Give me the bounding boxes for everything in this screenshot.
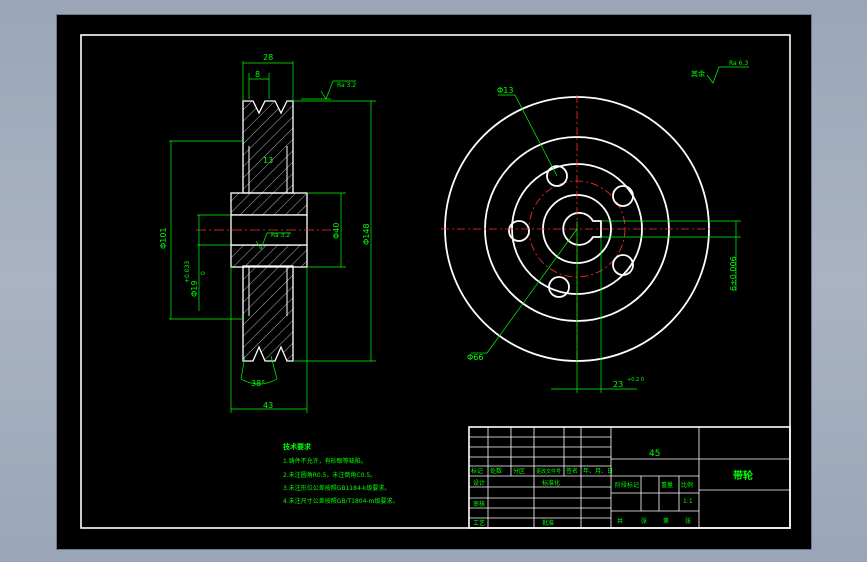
dim-bore-tol-upper: +0.033 [184, 261, 191, 283]
roughness-rest-label: 其余 [691, 69, 705, 78]
part-name: 带轮 [733, 469, 753, 482]
scale-value: 1:1 [683, 498, 693, 505]
cad-drawing-viewport[interactable]: 28 8 13 Φ101 Φ19 +0.033 0 Φ40 Φ148 38° 4… [56, 14, 812, 550]
hub-upper [230, 192, 308, 216]
note-item: 3.未注形位公差按照GB1184-k级要求。 [283, 484, 390, 492]
sheet-cell: 张 [641, 517, 647, 525]
review-label: 审核 [473, 500, 485, 508]
roughness-rest: Ra 6.3 [729, 60, 748, 67]
dim-groove-angle: 38° [251, 379, 265, 388]
process-label: 工艺 [473, 519, 485, 527]
notes-title: 技术要求 [283, 442, 312, 451]
dim-outer-diameter: Φ101 [159, 227, 168, 249]
hub-lower [230, 244, 308, 268]
dim-keyway-tol: +0.2 0 [627, 377, 644, 383]
note-item: 1.铸件不允许，有砂眼等缺陷。 [283, 457, 367, 465]
design-label: 设计 [473, 479, 485, 487]
dim-total-width: 43 [263, 401, 273, 410]
header-cell: 处数 [490, 467, 502, 475]
approve-label: 批准 [542, 519, 554, 527]
sheet-cell: 张 [685, 517, 691, 525]
dim-bore-tol-lower: 0 [200, 271, 207, 275]
material: 45 [649, 449, 660, 459]
dim-pitch-circle: Φ66 [467, 353, 483, 362]
side-view: Φ13 Φ66 6±0.006 23 +0.2 0 其余 Ra 6.3 [441, 60, 749, 393]
header-cell: 更改文件号 [536, 468, 561, 475]
drawing-canvas: 28 8 13 Φ101 Φ19 +0.033 0 Φ40 Φ148 38° 4… [80, 34, 791, 529]
dim-keyway: 23 [613, 380, 623, 389]
technical-requirements: 技术要求 1.铸件不允许，有砂眼等缺陷。 2.未注圆角R0.5，未注倒角C0.5… [283, 442, 398, 505]
header-cell: 标记 [471, 467, 483, 475]
header-cell: 签名 [566, 467, 578, 475]
weight-label: 重量 [661, 481, 673, 489]
note-item: 2.未注圆角R0.5，未注倒角C0.5。 [283, 471, 376, 479]
dim-width: 28 [263, 53, 273, 62]
bolt-holes [508, 165, 634, 298]
note-item: 4.未注尺寸公差按照GB/T1804-m级要求。 [283, 497, 398, 505]
dim-hole-diameter: Φ13 [497, 86, 513, 95]
scale-label: 比例 [681, 481, 693, 489]
section-view: 28 8 13 Φ101 Φ19 +0.033 0 Φ40 Φ148 38° 4… [159, 53, 376, 413]
drawing-border [80, 34, 791, 529]
sheet-cell: 第 [663, 517, 669, 525]
upper-rim-section [242, 100, 294, 194]
sheet-cell: 共 [617, 517, 623, 525]
roughness-bore: Ra 3.2 [271, 232, 290, 239]
stage-label: 阶段标记 [615, 481, 639, 489]
dim-hub-diameter: Φ40 [332, 223, 341, 239]
dim-13: 13 [263, 156, 273, 165]
lower-rim-section [242, 265, 294, 362]
standard-label: 标准化 [542, 479, 560, 487]
header-cell: 年、月、日 [583, 467, 613, 475]
dim-bore-diameter: Φ19 [190, 281, 199, 297]
bore-keyway [562, 212, 602, 246]
header-cell: 分区 [513, 467, 525, 475]
dim-pulley-diameter: Φ148 [362, 223, 371, 245]
title-block: 45 带轮 标记 处数 分区 更改文件号 签名 年、月、日 设计 标准化 阶段标… [468, 426, 791, 529]
dim-groove: 8 [255, 70, 260, 79]
roughness-rim: Ra 3.2 [337, 82, 356, 89]
dim-keyway-depth: 6±0.006 [729, 256, 738, 291]
